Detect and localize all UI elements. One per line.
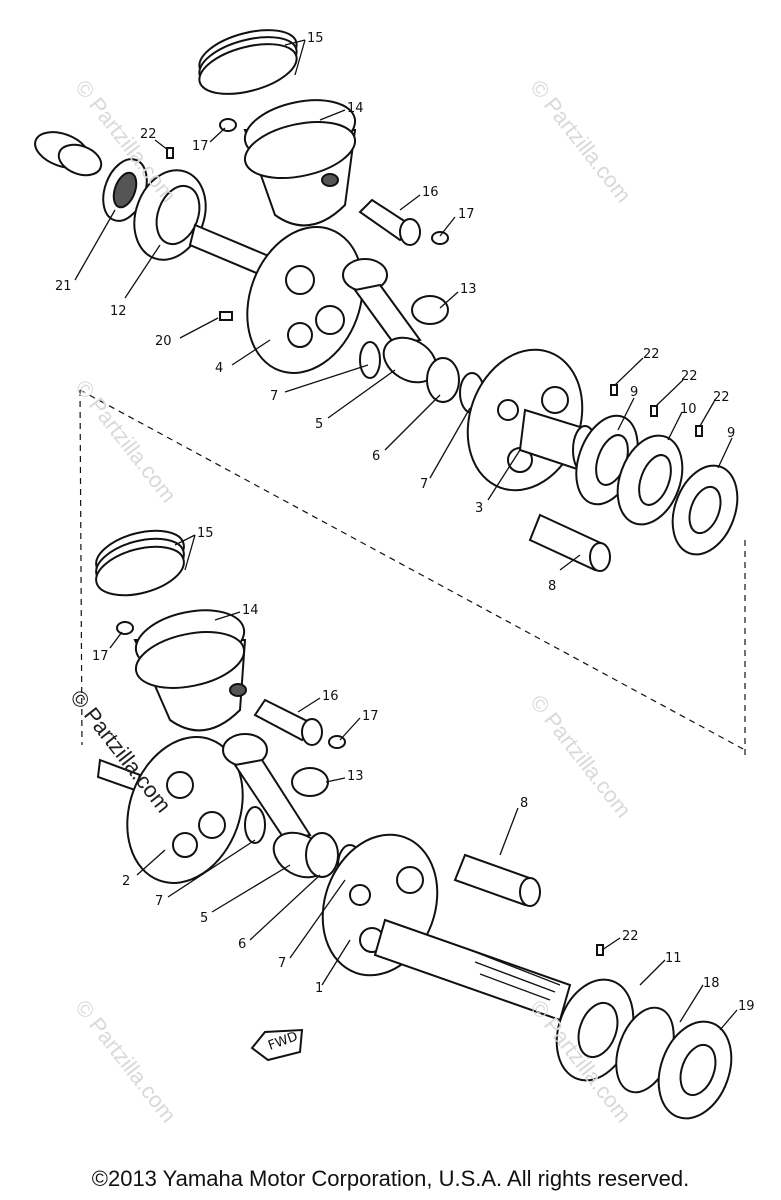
crank-wheel-3 <box>466 348 598 492</box>
bearing-left <box>133 169 207 261</box>
callout-22: 22 <box>643 347 660 362</box>
callout-1: 1 <box>315 981 323 996</box>
callout-8: 8 <box>548 579 556 594</box>
callout-17: 17 <box>192 139 209 154</box>
callout-22: 22 <box>713 390 730 405</box>
callout-9: 9 <box>727 426 735 441</box>
callout-6: 6 <box>372 449 380 464</box>
callout-11: 11 <box>665 951 682 966</box>
piston-rings-lower <box>95 529 185 597</box>
callout-7: 7 <box>155 894 163 909</box>
bearing-11 <box>555 978 635 1082</box>
dowel-22c <box>650 405 658 417</box>
dowel-20 <box>219 311 233 321</box>
callout-5: 5 <box>200 911 208 926</box>
bearing-10 <box>616 434 684 526</box>
circlip-upper-left <box>219 118 237 132</box>
callout-20: 20 <box>155 334 172 349</box>
callout-7: 7 <box>420 477 428 492</box>
callout-21: 21 <box>55 279 72 294</box>
exploded-parts-diagram: FWD <box>34 29 755 1120</box>
circlip-lower-left <box>116 621 134 635</box>
callout-13: 13 <box>460 282 477 297</box>
callout-10: 10 <box>680 402 697 417</box>
callout-17: 17 <box>92 649 109 664</box>
shaft-end-left <box>34 131 103 177</box>
dowel-22a <box>166 147 174 159</box>
crank-pin-upper <box>426 357 460 403</box>
callout-4: 4 <box>215 361 223 376</box>
crank-wheel-2 <box>96 736 244 884</box>
callout-5: 5 <box>315 417 323 432</box>
callout-17: 17 <box>362 709 379 724</box>
piston-rings-upper <box>198 29 298 95</box>
needle-bearing-lower <box>291 767 329 797</box>
pin-8-upper <box>528 513 611 572</box>
callout-2: 2 <box>122 874 130 889</box>
callout-19: 19 <box>738 999 755 1014</box>
copyright-footer: ©2013 Yamaha Motor Corporation, U.S.A. A… <box>91 1166 690 1191</box>
callout-7: 7 <box>270 389 278 404</box>
callout-7: 7 <box>278 956 286 971</box>
needle-bearing-upper <box>411 295 449 325</box>
callout-6: 6 <box>238 937 246 952</box>
dowel-22b <box>610 384 618 396</box>
callout-8: 8 <box>520 796 528 811</box>
callout-3: 3 <box>475 501 483 516</box>
crank-pin-lower <box>305 832 339 878</box>
pin-8-lower <box>453 853 541 907</box>
callout-13: 13 <box>347 769 364 784</box>
crank-wheel-4 <box>188 223 364 374</box>
callout-22: 22 <box>681 369 698 384</box>
bearing-9b <box>671 464 739 556</box>
callout-16: 16 <box>422 185 439 200</box>
piston-pin-upper <box>358 198 421 246</box>
callout-14: 14 <box>242 603 259 618</box>
callout-9: 9 <box>630 385 638 400</box>
piston-pin-lower <box>253 698 323 746</box>
oil-seal-19 <box>657 1020 733 1120</box>
callout-leaders <box>74 39 738 1031</box>
callout-22: 22 <box>140 127 157 142</box>
circlip-upper-right <box>431 231 449 245</box>
fwd-arrow: FWD <box>250 1028 304 1062</box>
callout-22: 22 <box>622 929 639 944</box>
washer-upper-a <box>359 341 381 379</box>
callout-15: 15 <box>197 526 214 541</box>
callout-15: 15 <box>307 31 324 46</box>
callout-17: 17 <box>458 207 475 222</box>
callout-numbers: 15 14 17 22 16 17 13 21 12 20 4 7 5 6 7 … <box>55 31 755 1014</box>
callout-16: 16 <box>322 689 339 704</box>
callout-14: 14 <box>347 101 364 116</box>
assembly-dashed-outline <box>79 389 746 755</box>
callout-12: 12 <box>110 304 127 319</box>
piston-lower <box>133 609 247 732</box>
callout-18: 18 <box>703 976 720 991</box>
piston-upper <box>243 99 357 227</box>
dowel-22d <box>695 425 703 437</box>
connecting-rod-upper <box>342 258 438 384</box>
washer-lower-a <box>244 806 266 844</box>
